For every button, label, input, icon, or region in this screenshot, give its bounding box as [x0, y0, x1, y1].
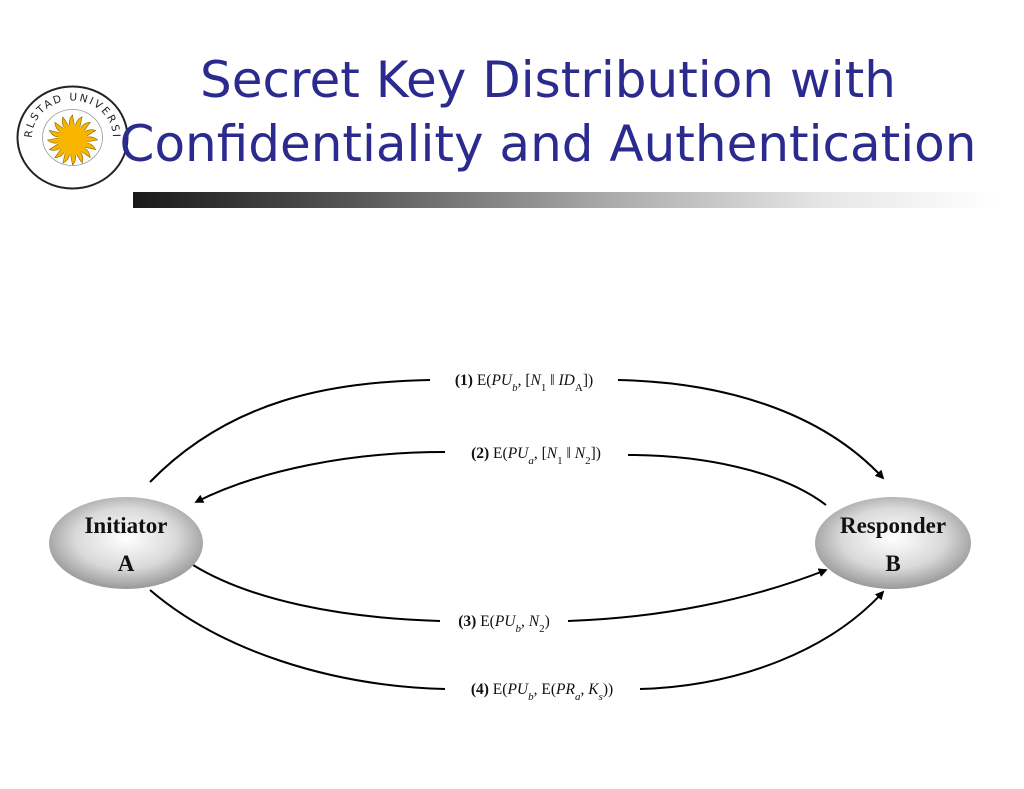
- responder-id: B: [885, 551, 900, 576]
- title-line-1: Secret Key Distribution with: [200, 51, 896, 109]
- message-3-arrow: [192, 565, 826, 622]
- message-2-label: (2) E(PUa, [N1 ‖ N2]): [471, 445, 601, 467]
- responder-label: Responder: [840, 513, 946, 538]
- page-title: Secret Key Distribution with Confidentia…: [118, 48, 978, 176]
- message-1-arrow: [149, 379, 883, 482]
- title-line-2: Confidentiality and Authentication: [119, 115, 977, 173]
- message-4-label: (4) E(PUb, E(PRa, Ks)): [471, 681, 613, 703]
- initiator-label: Initiator: [84, 513, 167, 538]
- initiator-node: Initiator A: [49, 497, 203, 589]
- karlstad-university-logo: KARLSTAD UNIVERSITY: [15, 84, 129, 190]
- message-1-label: (1) E(PUb, [N1 ‖ IDA]): [455, 372, 593, 394]
- responder-node: Responder B: [815, 497, 971, 589]
- message-4-arrow: [149, 590, 883, 690]
- initiator-id: A: [118, 551, 135, 576]
- title-divider-bar: [133, 192, 997, 208]
- message-3-label: (3) E(PUb, N2): [458, 613, 550, 635]
- message-2-arrow: [196, 451, 827, 505]
